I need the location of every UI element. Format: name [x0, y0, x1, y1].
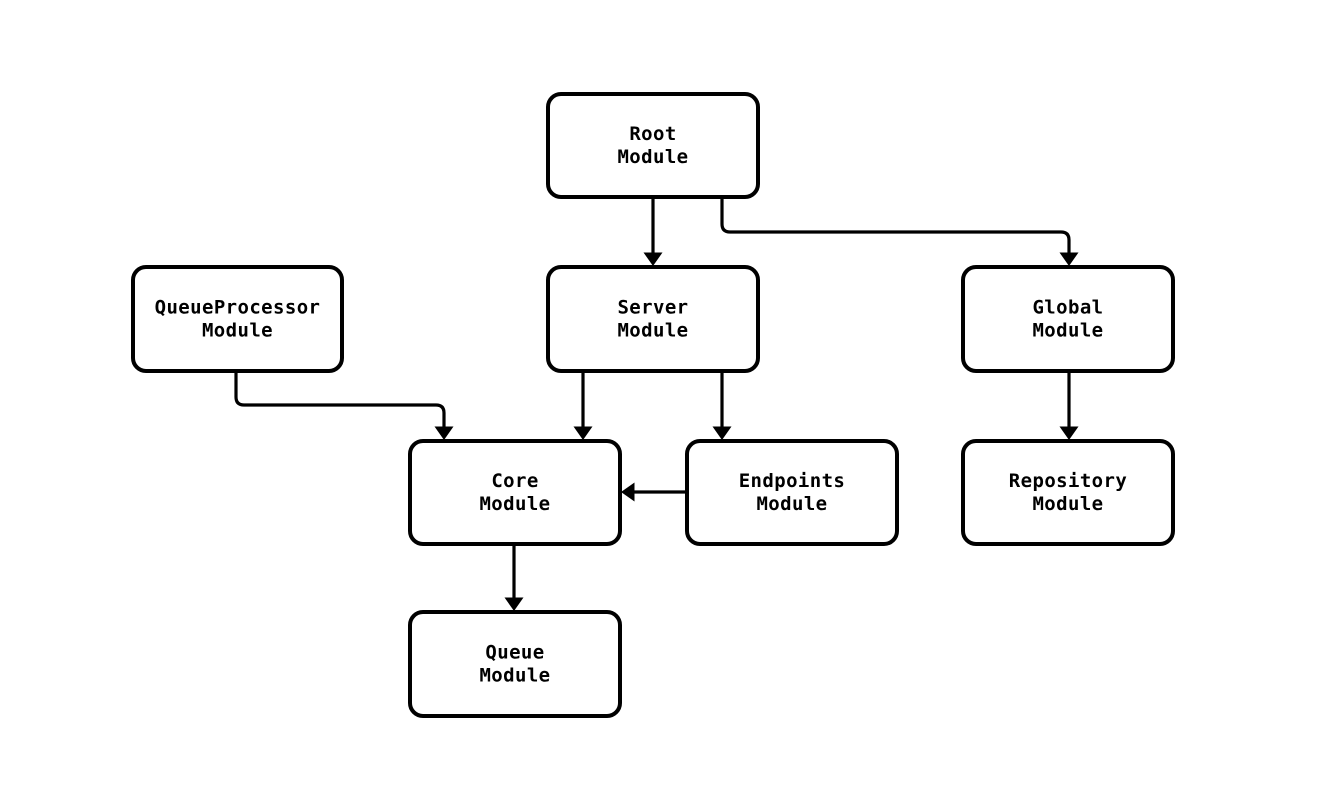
edge-global-to-repository	[1059, 371, 1079, 440]
node-label-suffix: Module	[479, 665, 550, 687]
node-box[interactable]	[131, 265, 344, 373]
arrowhead-icon	[1059, 252, 1079, 266]
node-label-suffix: Module	[617, 146, 688, 168]
node-label-name: Root	[629, 123, 676, 145]
edge-queueprocessor-to-core	[234, 371, 454, 440]
node-label-name: QueueProcessor	[155, 297, 321, 319]
node-label-name: Global	[1032, 297, 1103, 319]
arrowhead-icon	[643, 252, 663, 266]
edge-root-to-global	[720, 197, 1079, 266]
node-label-name: Repository	[1009, 470, 1127, 492]
node-box[interactable]	[546, 92, 760, 199]
node-box[interactable]	[546, 265, 760, 373]
edge-core-to-queue	[504, 544, 524, 611]
node-label-name: Core	[491, 470, 538, 492]
edge-server-to-endpoints	[712, 371, 732, 440]
edge-server-to-core	[573, 371, 593, 440]
arrowhead-icon	[1059, 426, 1079, 440]
arrowhead-icon	[621, 482, 635, 502]
edge-line	[234, 371, 446, 429]
arrowhead-icon	[712, 426, 732, 440]
arrowhead-icon	[573, 426, 593, 440]
arrowhead-icon	[504, 597, 524, 611]
node-label-suffix: Module	[617, 320, 688, 342]
node-label-name: Queue	[485, 642, 544, 664]
edge-endpoints-to-core	[621, 482, 687, 502]
node-label-suffix: Module	[1032, 493, 1103, 515]
node-box[interactable]	[408, 610, 622, 718]
node-label-suffix: Module	[202, 320, 273, 342]
node-box[interactable]	[961, 265, 1175, 373]
node-label-name: Server	[617, 297, 688, 319]
edge-line	[720, 197, 1071, 255]
edge-root-to-server	[643, 197, 663, 266]
node-box[interactable]	[408, 439, 622, 546]
edge-layer	[234, 197, 1079, 611]
node-box[interactable]	[685, 439, 899, 546]
node-layer: RootModuleQueueProcessorModuleServerModu…	[131, 92, 1175, 718]
node-label-suffix: Module	[756, 493, 827, 515]
node-box[interactable]	[961, 439, 1175, 546]
node-label-suffix: Module	[1032, 320, 1103, 342]
node-label-name: Endpoints	[739, 470, 846, 492]
arrowhead-icon	[434, 426, 454, 440]
node-label-suffix: Module	[479, 493, 550, 515]
